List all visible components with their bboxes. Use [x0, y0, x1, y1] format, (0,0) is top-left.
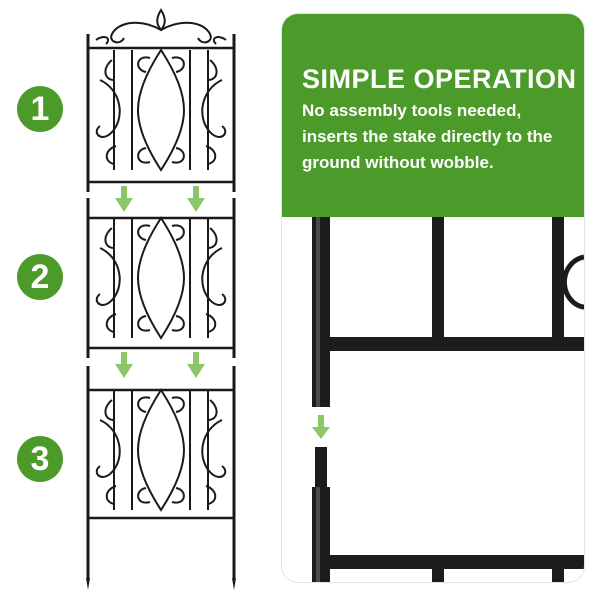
- step-badge-3: 3: [17, 436, 63, 482]
- fence-assembly: [86, 8, 236, 590]
- description-line: No assembly tools needed,: [302, 101, 522, 120]
- down-arrow-icon: [115, 186, 205, 212]
- fence-panel-2: [86, 198, 236, 358]
- stake-closeup-illustration: [312, 217, 584, 582]
- down-arrow-icon: [115, 352, 205, 378]
- fence-panel-3: [86, 366, 236, 590]
- step-badge-1: 1: [17, 86, 63, 132]
- info-panel-header: [282, 14, 584, 217]
- description-line: ground without wobble.: [302, 153, 494, 172]
- step-badge-2: 2: [17, 254, 63, 300]
- fence-panel-1: [86, 8, 236, 192]
- panel-title: SIMPLE OPERATION: [302, 64, 577, 94]
- info-panel: SIMPLE OPERATION No assembly tools neede…: [282, 14, 584, 582]
- down-arrow-icon: [312, 415, 330, 439]
- description-line: inserts the stake directly to the: [302, 127, 553, 146]
- panel-description: No assembly tools needed, inserts the st…: [302, 98, 582, 176]
